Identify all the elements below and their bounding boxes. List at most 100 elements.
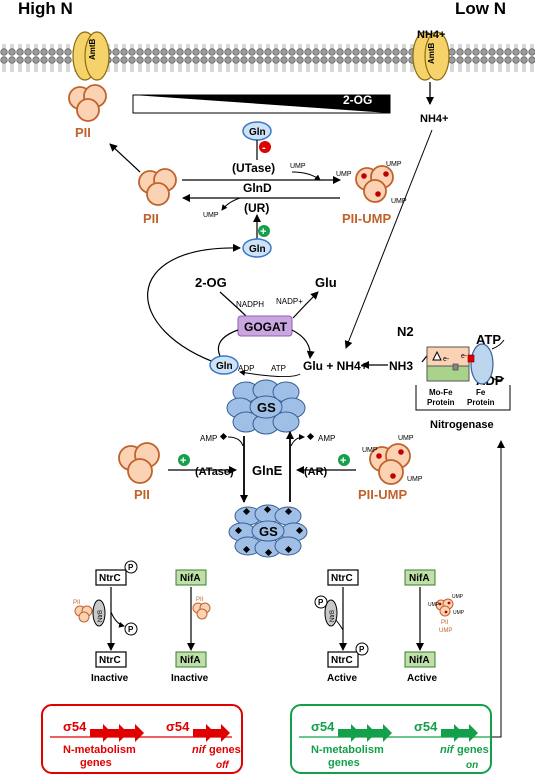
pii-ump-ump-label-3: UMP (391, 198, 407, 205)
mofe-label-2: Protein (427, 398, 455, 407)
amp-left-label: AMP (200, 434, 217, 443)
phosphate-left-top-label: P (128, 563, 134, 572)
atp-to-fe-line (491, 339, 505, 350)
sigma54-left-nif: σ54 (166, 719, 190, 734)
amtb-transporter-left: AmtB (72, 31, 110, 81)
gene-arrow-left-4 (193, 724, 215, 742)
two-og-label: 2-OG (195, 275, 227, 290)
nif-left-label: nif (192, 744, 207, 756)
nif-to-nitrogenase-arrow (490, 440, 505, 738)
nifa-right-top-label: NifA (409, 573, 430, 584)
ump-out-arrow (221, 197, 241, 211)
nifa-left-top-box (175, 569, 207, 586)
ntrb-left-label: NtrB (98, 610, 104, 622)
amp-right-label: AMP (318, 434, 335, 443)
pii-ump-ump-label-1: UMP (386, 161, 402, 168)
ntrc-left-bottom-box (95, 651, 127, 668)
adp-gs-label: ADP (238, 364, 254, 373)
phosphate-left-release-icon (124, 622, 138, 636)
glu-out-arrow (292, 291, 319, 319)
pii-trimer-glne (118, 442, 160, 484)
gln-bottom-oval (242, 238, 272, 258)
gene-arrow-left-2 (106, 724, 128, 742)
pii-nifa-right-ump-1: UMP (428, 602, 440, 608)
sigma54-right-nmet: σ54 (311, 719, 335, 734)
gln-top-label: Gln (249, 127, 266, 138)
ar-label: (AR) (304, 466, 328, 478)
ntrb-right-label: NtrB (330, 610, 336, 622)
gln-feedback-arrow (147, 243, 241, 366)
phosphate-right-bottom-label: P (359, 645, 365, 654)
fe-cluster-icon (467, 354, 475, 363)
plus-sign-ar: + (340, 455, 346, 467)
plus-sign: + (260, 226, 266, 238)
pii-ump-trimer-right (355, 165, 394, 203)
gene-arrow-right-3 (370, 724, 392, 742)
plus-sign-atase: + (180, 455, 186, 467)
ump-out-label: UMP (203, 212, 219, 219)
ntrb-right-shape (324, 599, 338, 627)
amp-right-diamond (306, 432, 315, 441)
phosphate-transfer-line (335, 619, 344, 631)
gogat-label: GOGAT (244, 320, 288, 334)
ntrc-right-top-label: NtrC (331, 573, 353, 584)
pii-to-amtb-arrow (109, 143, 141, 173)
phosphate-right-ntrb-label: P (318, 598, 324, 607)
nifa-right-bottom-label: NifA (409, 655, 430, 666)
pii-trimer-top (68, 84, 107, 122)
pii-nifa-right-ump-2: UMP (452, 594, 464, 600)
gln-gs-label: Gln (216, 361, 233, 372)
pii-top-label: PII (75, 125, 91, 140)
genes-on-content: σ54 σ54 N-metabolism genes nif genes on (299, 719, 490, 771)
pii-ump-glne-ump-2: UMP (362, 447, 378, 454)
plus-icon-ar (338, 454, 350, 466)
gs-adenylylated-enzyme (228, 504, 308, 558)
glutamine-gradient-label: Glutamine (140, 98, 195, 112)
pii-trimer-nifa-left (192, 602, 211, 620)
pii-trimer-ntr-left (74, 605, 93, 623)
nif-left-genes-label: genes (209, 744, 241, 756)
pii-ump-trimer-nifa-right (435, 598, 454, 617)
plus-icon (258, 225, 270, 237)
pii-ump-label: PII-UMP (342, 211, 391, 226)
nifa-right-top-box (404, 569, 436, 586)
genes-on-box (290, 704, 492, 774)
two-og-gradient (133, 95, 390, 113)
ntrc-left-state: Inactive (91, 673, 129, 684)
ntrc-right-bottom-label: NtrC (331, 655, 353, 666)
nif-right-label: nif (440, 744, 455, 756)
atase-label: (ATase) (195, 466, 234, 478)
n2-label: N2 (397, 324, 414, 339)
ntrb-left-shape (92, 599, 106, 627)
nifa-right-bottom-box (404, 651, 436, 668)
pii-glne-label: PII (134, 487, 150, 502)
low-n-title: Low N (455, 0, 506, 18)
glne-label: GlnE (252, 463, 283, 478)
high-n-title: High N (18, 0, 73, 18)
mofe-protein-bottom (426, 365, 470, 382)
nmet-right-label-2: genes (328, 757, 360, 769)
fe-to-adp-line (491, 377, 505, 381)
pii-nifa-left-label: PII (196, 597, 204, 603)
genes-off-state: off (216, 760, 230, 771)
gene-arrow-left-3 (122, 724, 144, 742)
pii-nifa-right-label-2: UMP (439, 628, 452, 634)
fe-protein-shape (470, 343, 494, 385)
p-cluster-icon (452, 363, 459, 371)
nifa-left-state: Inactive (171, 673, 209, 684)
phosphate-right-ntrb-icon (314, 595, 328, 609)
gs-adenylylated-label: GS (259, 524, 278, 539)
pii-ump-glne-ump-1: UMP (398, 435, 414, 442)
fe-label-2: Protein (467, 398, 495, 407)
sigma54-right-nif: σ54 (414, 719, 438, 734)
gs-active-label: GS (257, 400, 276, 415)
phosphate-left-release-label: P (128, 625, 134, 634)
amp-right-arrow (290, 434, 305, 447)
electron-label-2: e- (461, 353, 468, 360)
pii-ump-trimer-glne (369, 443, 411, 485)
phosphate-release-arrow (110, 611, 125, 628)
ntrc-right-top-box (327, 569, 359, 586)
pii-ump-glne-label: PII-UMP (358, 487, 407, 502)
pii-left-label: PII (143, 211, 159, 226)
